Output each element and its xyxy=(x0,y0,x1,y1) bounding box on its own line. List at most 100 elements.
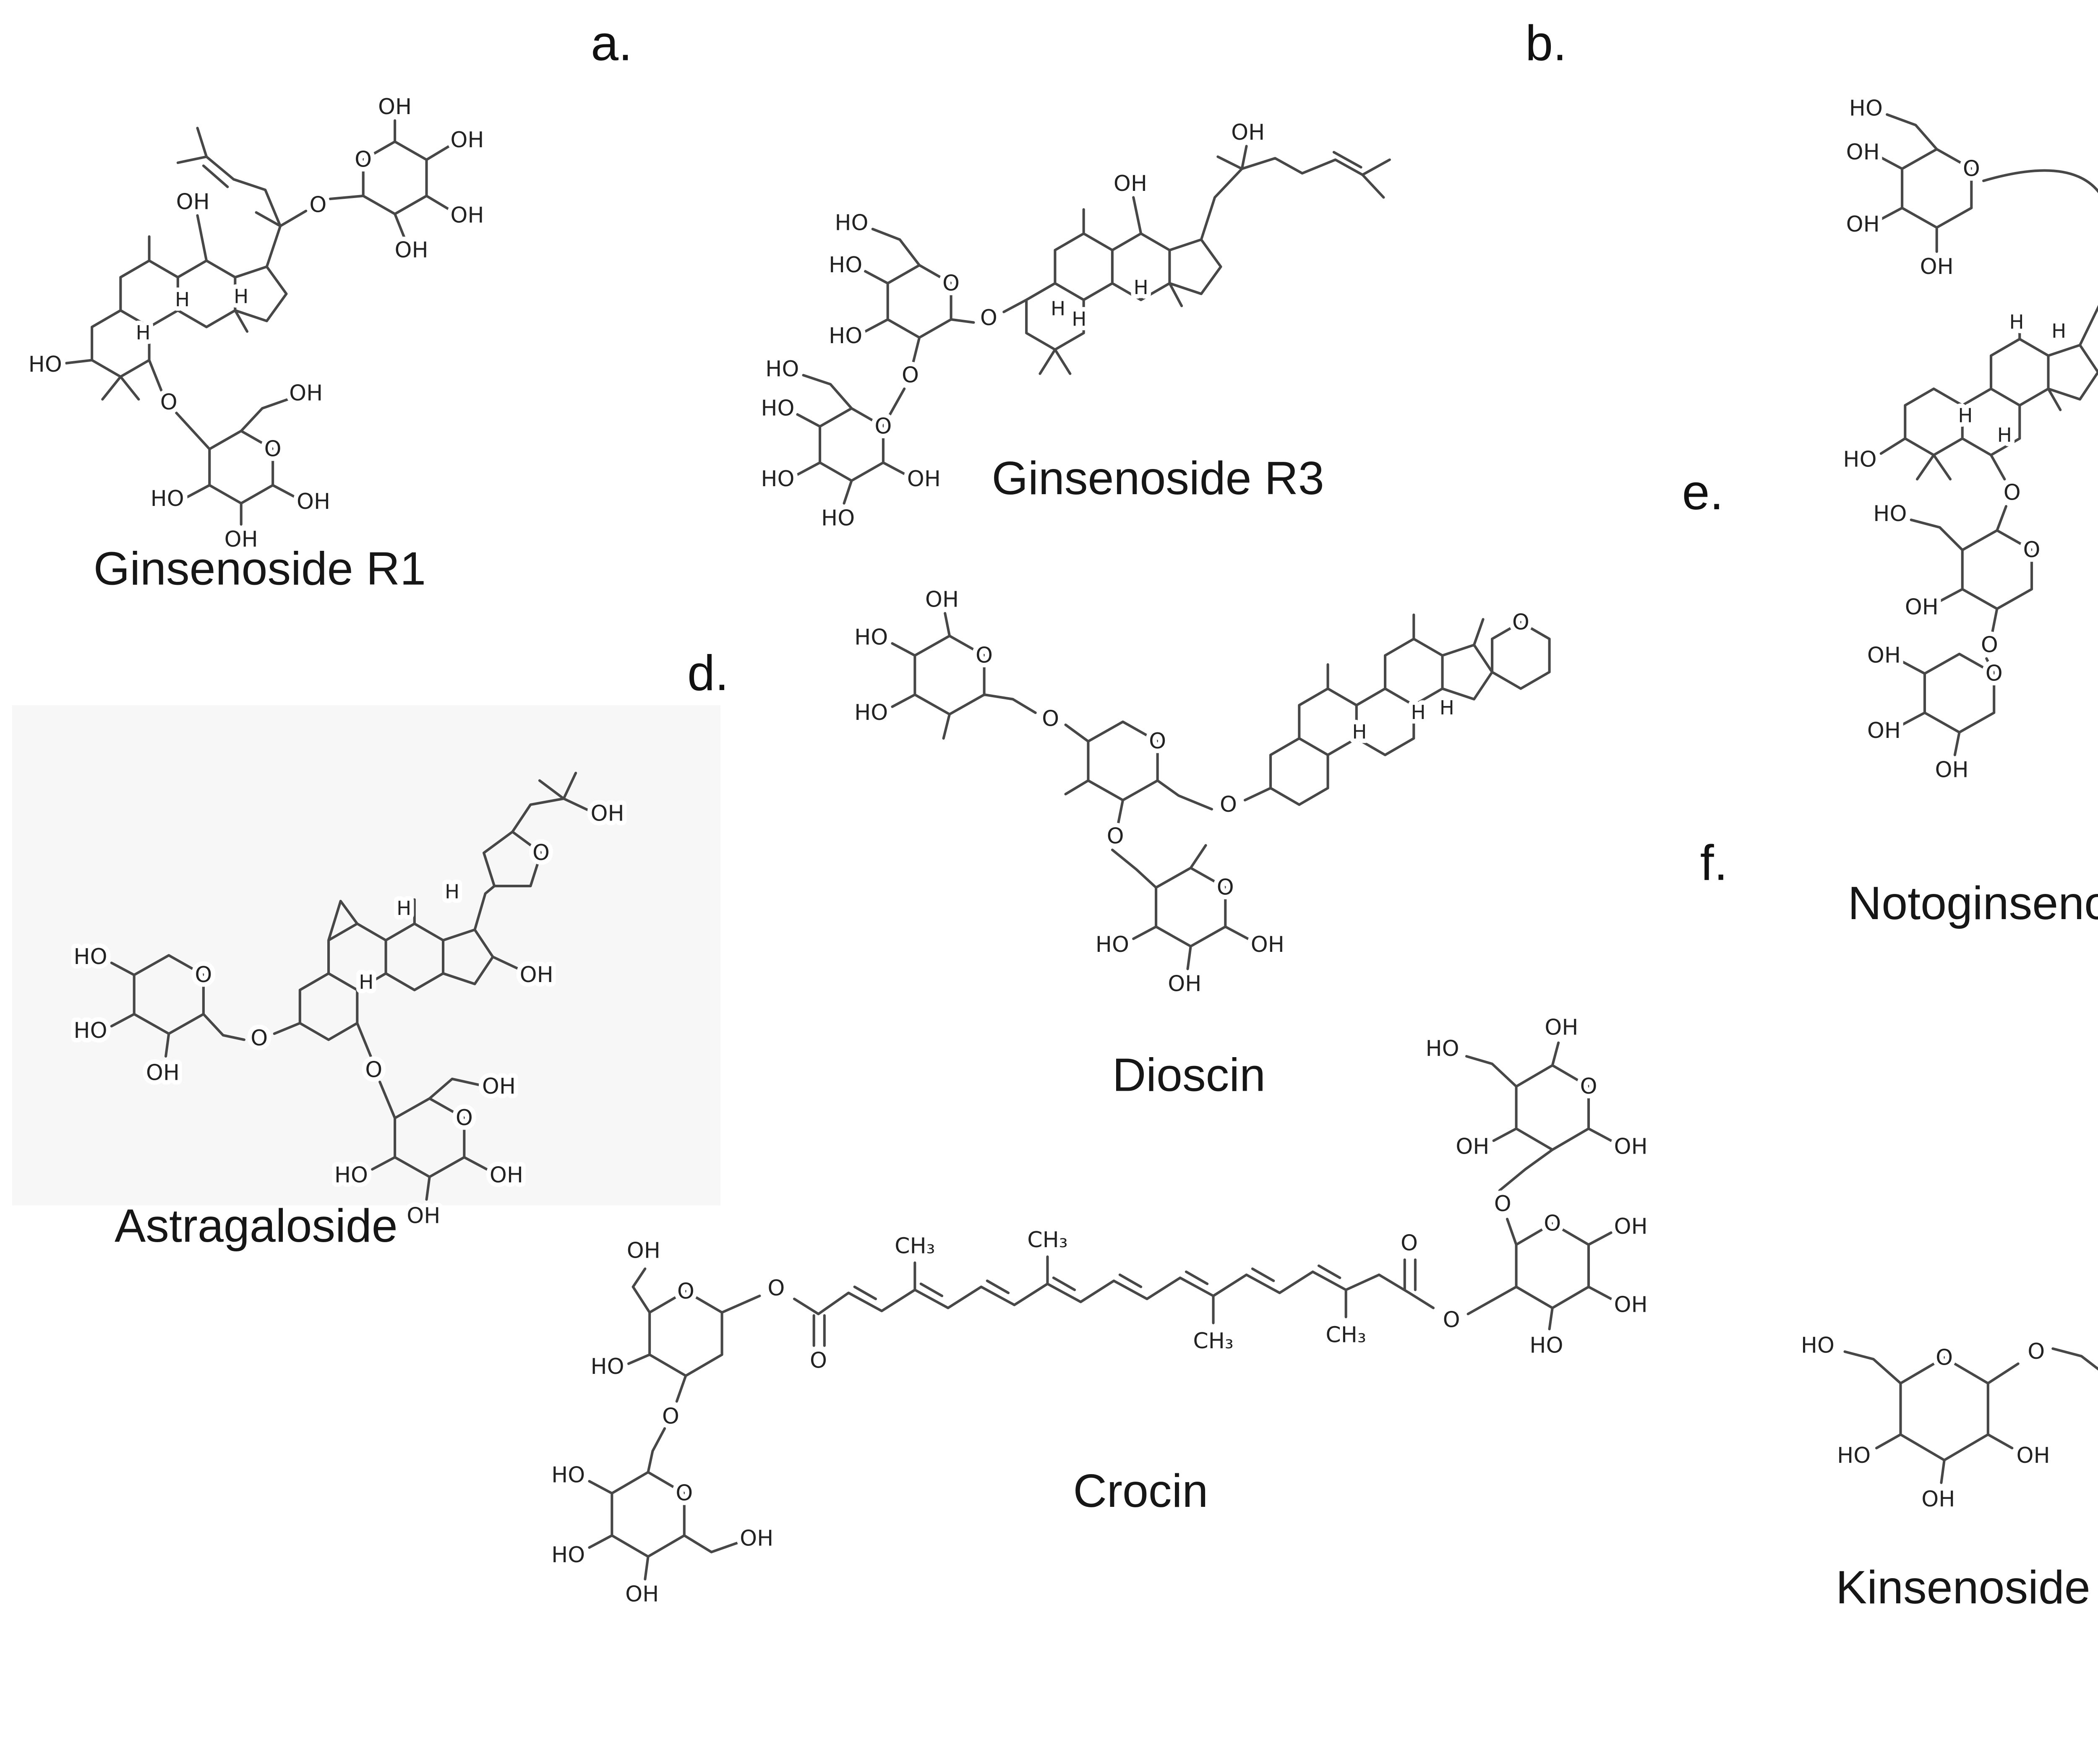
atom-label: HO xyxy=(151,486,184,511)
atom-label: OH xyxy=(1867,718,1901,743)
atom-label: OH xyxy=(1168,972,1201,997)
atom-label: H xyxy=(445,881,459,903)
atom-label: H xyxy=(1134,276,1148,299)
atom-label: O xyxy=(1107,824,1124,849)
atom-label: O xyxy=(1443,1308,1460,1333)
atom-label: OH xyxy=(925,587,959,612)
structure-bonds xyxy=(1878,113,2098,756)
atom-label: HO xyxy=(761,396,794,421)
atom-label: O xyxy=(1544,1211,1561,1236)
panel-letter-f: f. xyxy=(1700,834,1728,891)
atom-label: H xyxy=(359,971,373,994)
atom-label: OH xyxy=(590,801,624,826)
atom-label: O xyxy=(942,271,960,296)
atom-label: O xyxy=(767,1276,785,1301)
atom-label: O xyxy=(1512,610,1529,635)
atom-label: H xyxy=(175,289,190,311)
atom-label: HO xyxy=(1801,1333,1834,1358)
atom-label: OH xyxy=(1545,1015,1578,1040)
atom-label: OH xyxy=(176,189,210,214)
ginsenoside-r3-structure: OH OH O O HO HO HO O O HO HO HO OH HO H … xyxy=(757,115,1391,535)
atom-label: OH xyxy=(1846,140,1880,165)
atom-label: OH xyxy=(1935,758,1969,783)
atom-label: HO xyxy=(854,700,888,725)
atom-label: OH xyxy=(1614,1134,1647,1159)
atom-label: HO xyxy=(1425,1036,1459,1061)
atom-label: HO xyxy=(1096,932,1129,957)
panel-letter-b: b. xyxy=(1525,15,1567,71)
atom-label: OH xyxy=(1905,595,1939,620)
atom-label: O xyxy=(1149,729,1166,754)
atom-label: O xyxy=(676,1481,693,1506)
compound-name-kinsenoside: Kinsenoside xyxy=(1836,1561,2090,1614)
structure-bonds xyxy=(891,612,1551,970)
structure-bonds xyxy=(588,1041,1613,1581)
atom-label: OH xyxy=(625,1582,659,1607)
atom-label: OH xyxy=(146,1060,180,1086)
atom-label: HO xyxy=(29,352,62,377)
kinsenoside-structure: O HO HO OH OH O O O xyxy=(1796,1329,2098,1516)
atom-label: HO xyxy=(829,323,862,349)
atom-label: H xyxy=(1051,297,1065,320)
atom-label: O xyxy=(1580,1074,1597,1099)
atom-label: OH xyxy=(450,203,484,228)
atom-label: OH xyxy=(1867,643,1901,668)
atom-label: HO xyxy=(551,1543,585,1568)
dioscin-structure: O H H H O O O O OH HO HO O O HO OH OH xyxy=(850,583,1551,1001)
atom-label: OH xyxy=(1251,932,1284,957)
atom-label: O xyxy=(677,1279,694,1304)
atom-label: OH xyxy=(1456,1134,1489,1159)
compound-name-dioscin: Dioscin xyxy=(1112,1049,1266,1102)
structure-bonds xyxy=(65,119,451,526)
atom-label: OH xyxy=(1614,1214,1647,1239)
atom-label: O xyxy=(976,643,993,668)
atom-label: CH₃ xyxy=(895,1234,935,1259)
atom-label: H xyxy=(1440,697,1454,719)
atom-label: OH xyxy=(482,1074,516,1099)
atom-label: O xyxy=(532,840,550,865)
atom-label: O xyxy=(2023,537,2041,563)
atom-label: OH xyxy=(1920,254,1954,279)
atom-label: OH xyxy=(490,1163,523,1188)
atom-label: O xyxy=(195,962,212,988)
atom-label: OH xyxy=(450,128,484,153)
atom-label: HO xyxy=(334,1163,368,1188)
atom-label: O xyxy=(1401,1230,1418,1256)
atom-label: HO xyxy=(73,944,107,969)
ginsenoside-r1-structure: OH OH OH OH O O OH HO H H H O O OH HO OH… xyxy=(24,90,488,556)
compound-name-ginsenoside-r1: Ginsenoside R1 xyxy=(93,542,426,595)
atom-label: O xyxy=(874,414,892,439)
atom-label: OH xyxy=(2017,1443,2050,1468)
atom-label: H xyxy=(1411,701,1426,724)
atom-label: HO xyxy=(829,253,862,278)
notoginsenoside-structure: HO O OH OH OH O HO O O HO OH O O OH OH O… xyxy=(1839,91,2098,787)
atom-label: OH xyxy=(1114,171,1147,196)
atom-label: O xyxy=(2028,1339,2045,1364)
compound-name-notoginsenoside: Notoginsenoside xyxy=(1847,877,2098,930)
atom-label: OH xyxy=(1231,120,1265,145)
atom-label: O xyxy=(1981,632,1998,657)
atom-label: HO xyxy=(854,625,888,650)
compound-name-astragaloside: Astragaloside xyxy=(114,1199,398,1252)
atom-label: O xyxy=(1217,875,1234,900)
atom-label: OH xyxy=(627,1238,660,1263)
atom-label: O xyxy=(456,1105,473,1131)
panel-letter-e: e. xyxy=(1682,464,1724,520)
atom-label: O xyxy=(264,436,282,461)
atom-label: OH xyxy=(1921,1487,1955,1512)
atom-label: O xyxy=(1986,661,2003,686)
atom-label: OH xyxy=(297,489,330,514)
atom-label: HO xyxy=(761,466,794,492)
atom-label: HO xyxy=(73,1018,107,1043)
atom-label: O xyxy=(1220,792,1237,817)
atom-label: O xyxy=(251,1026,268,1051)
atom-label: O xyxy=(662,1404,679,1429)
structure-bonds xyxy=(110,771,591,1201)
atom-label: H xyxy=(2051,320,2066,343)
atom-label: H xyxy=(234,286,248,308)
atom-label: OH xyxy=(740,1526,773,1551)
atom-label: HO xyxy=(835,211,868,236)
astragaloside-backdrop xyxy=(12,705,720,1206)
